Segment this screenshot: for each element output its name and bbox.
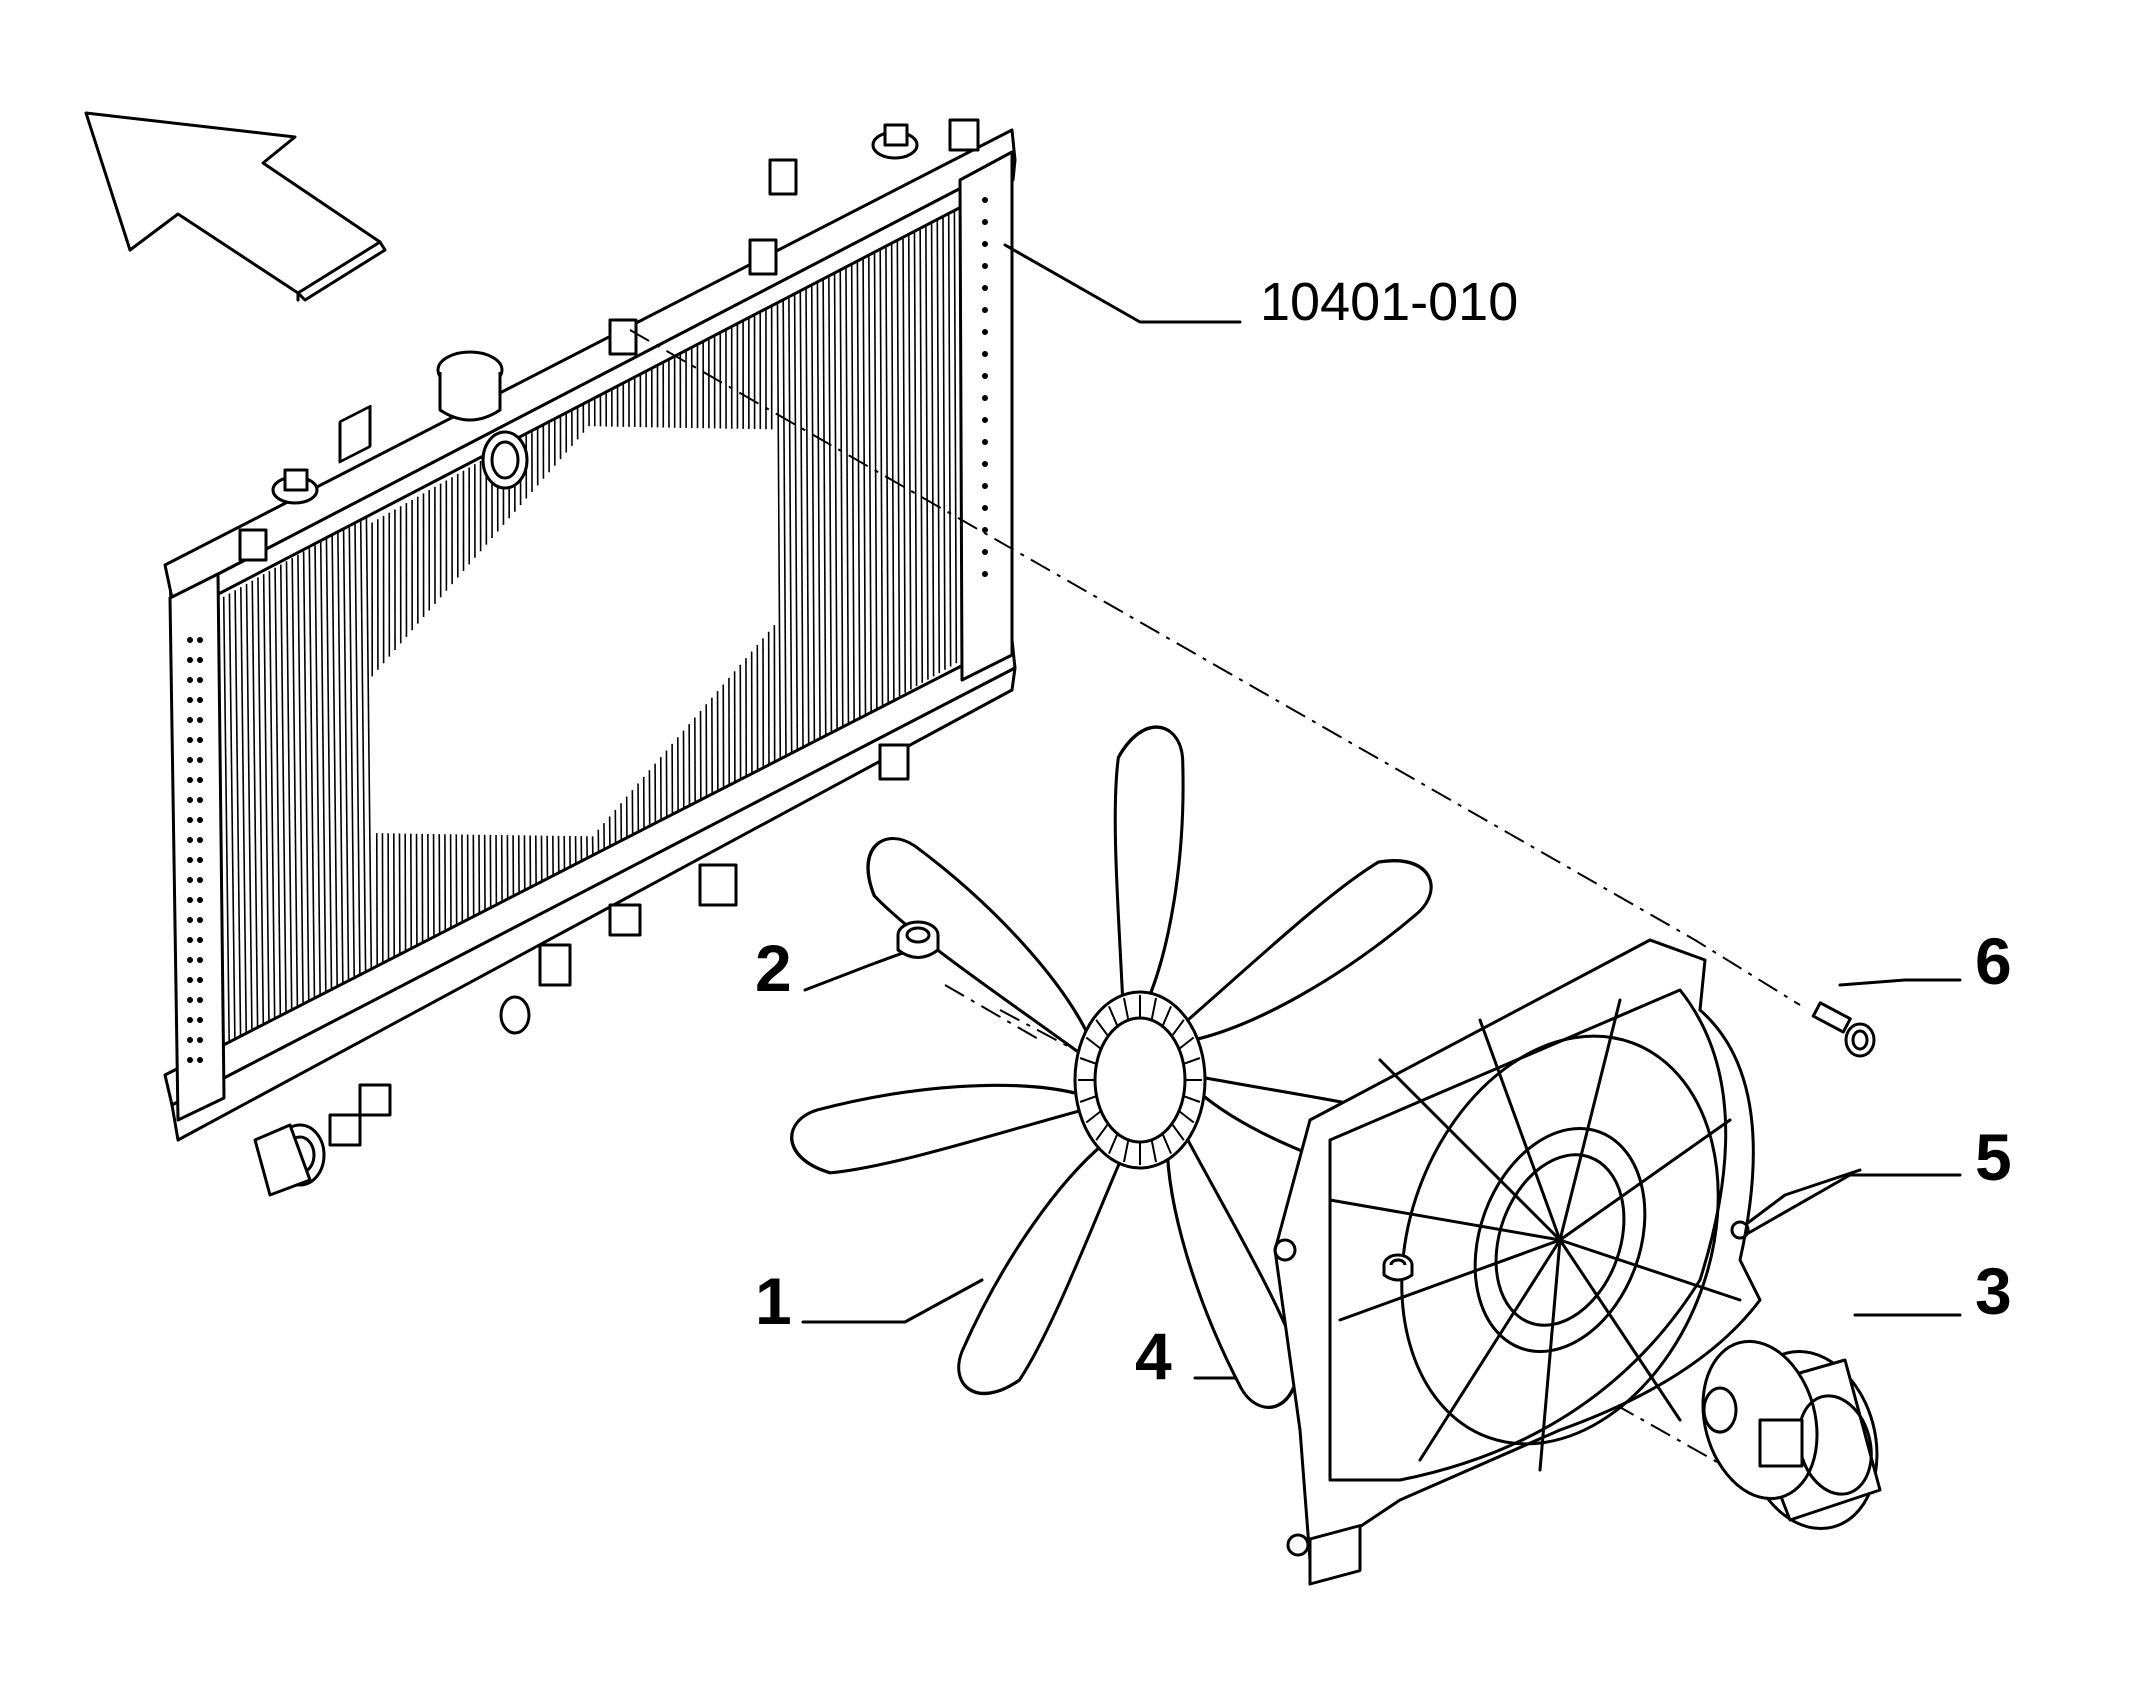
reference-label: 10401-010 — [1260, 275, 1518, 329]
fan-shroud — [1275, 940, 1773, 1584]
callout-3: 3 — [1975, 1258, 2012, 1324]
callout-1: 1 — [755, 1268, 792, 1334]
callout-5: 5 — [1975, 1124, 2012, 1190]
callout-4: 4 — [1135, 1323, 1172, 1389]
nut-part — [1384, 1255, 1412, 1280]
grommet-part — [898, 922, 938, 958]
bolt-part — [1813, 1003, 1874, 1056]
callout-2: 2 — [755, 935, 792, 1001]
callout-6: 6 — [1975, 928, 2012, 994]
direction-arrow-icon — [86, 113, 385, 300]
fan-motor — [1686, 1328, 1896, 1543]
